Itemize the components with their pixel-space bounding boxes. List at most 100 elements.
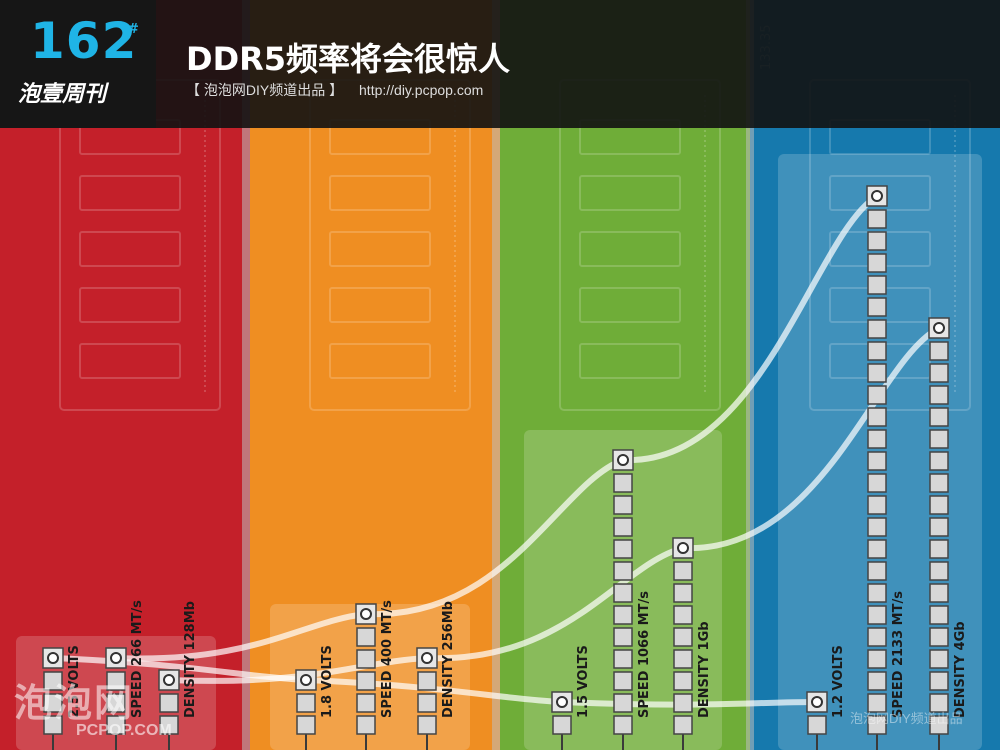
bar-segment [929, 583, 949, 603]
bar-segment [106, 715, 126, 735]
bar-ddr4-volts: 1.5 VOLTS [551, 645, 591, 750]
bar-segment [613, 605, 633, 625]
issue-badge: 162 # 泡壹周刊 [0, 0, 156, 128]
bar-label-ddr3-density: DENSITY 256Mb [441, 601, 456, 718]
bar-segment [867, 627, 887, 647]
bar-segment [929, 671, 949, 691]
bar-marker [933, 322, 945, 334]
bar-segment [867, 429, 887, 449]
page-title: DDR5频率将会很惊人 [186, 40, 511, 78]
bar-segment [552, 715, 572, 735]
bar-ddr5-speed: SPEED 2133 MT/s [866, 185, 906, 750]
bar-segment [613, 627, 633, 647]
bar-marker [163, 674, 175, 686]
bar-label-ddr4-speed: SPEED 1066 MT/s [637, 591, 652, 718]
bar-label-ddr2-speed: SPEED 266 MT/s [130, 600, 145, 718]
bar-label-ddr5-density: DENSITY 4Gb [953, 621, 968, 718]
bar-marker [811, 696, 823, 708]
bar-segment [867, 605, 887, 625]
bar-segment [867, 561, 887, 581]
bar-label-ddr5-volts: 1.2 VOLTS [831, 645, 846, 718]
bar-segment [43, 693, 63, 713]
bar-segment [929, 385, 949, 405]
bar-segment [673, 693, 693, 713]
bar-segment [613, 473, 633, 493]
bar-segment [867, 275, 887, 295]
bar-marker [871, 190, 883, 202]
bar-marker [556, 696, 568, 708]
bar-segment [867, 671, 887, 691]
bar-segment [929, 429, 949, 449]
bar-segment [673, 583, 693, 603]
bar-segment [867, 363, 887, 383]
bar-ddr2-speed: SPEED 266 MT/s [105, 600, 145, 750]
bar-segment [613, 539, 633, 559]
bar-ddr3-volts: 1.8 VOLTS [295, 645, 335, 750]
bar-ddr2-volts: 2.5 VOLTS [42, 645, 82, 750]
bar-segment [613, 649, 633, 669]
bar-ddr4-density: DENSITY 1Gb [672, 537, 712, 750]
bar-label-ddr2-volts: 2.5 VOLTS [67, 645, 82, 718]
bar-segment [613, 495, 633, 515]
bar-segment [613, 561, 633, 581]
bar-segment [673, 605, 693, 625]
bar-segment [613, 693, 633, 713]
bar-segment [807, 715, 827, 735]
bar-segment [673, 715, 693, 735]
bar-segment [673, 671, 693, 691]
bar-marker [47, 652, 59, 664]
panel-divider [746, 0, 754, 750]
bar-label-ddr5-speed: SPEED 2133 MT/s [891, 591, 906, 718]
bar-segment [929, 495, 949, 515]
bar-segment [673, 561, 693, 581]
bar-segment [43, 715, 63, 735]
bar-segment [673, 649, 693, 669]
header-bar: 162 # 泡壹周刊 DDR5频率将会很惊人 【 泡泡网DIY频道出品 】 ht… [0, 0, 1000, 128]
bar-segment [867, 253, 887, 273]
bar-segment [43, 671, 63, 691]
bar-marker [677, 542, 689, 554]
bar-label-ddr3-speed: SPEED 400 MT/s [380, 600, 395, 718]
bar-segment [613, 715, 633, 735]
bar-segment [867, 407, 887, 427]
bar-segment [106, 671, 126, 691]
bar-segment [867, 495, 887, 515]
bar-segment [929, 363, 949, 383]
bar-segment [417, 715, 437, 735]
bar-ddr2-density: DENSITY 128Mb [158, 601, 198, 750]
bar-segment [296, 693, 316, 713]
bar-segment [356, 693, 376, 713]
bar-segment [867, 715, 887, 735]
bar-segment [356, 627, 376, 647]
bar-segment [417, 671, 437, 691]
bar-segment [867, 517, 887, 537]
trend-curve-speed [113, 193, 880, 662]
bar-segment [159, 715, 179, 735]
bar-segment [867, 231, 887, 251]
bar-ddr3-speed: SPEED 400 MT/s [355, 600, 395, 750]
bar-segment [929, 517, 949, 537]
bar-ddr5-density: DENSITY 4Gb [928, 317, 968, 750]
watermark-corner: 泡泡网DIY频道出品 [850, 711, 963, 726]
bar-segment [929, 539, 949, 559]
source-url[interactable]: http://diy.pcpop.com [359, 82, 484, 98]
panel-divider [242, 0, 250, 750]
bar-segment [867, 649, 887, 669]
bar-segment [417, 693, 437, 713]
trend-curve-density [166, 325, 942, 684]
bar-segment [929, 605, 949, 625]
bar-segment [867, 473, 887, 493]
trend-curve-volts [50, 655, 820, 708]
bar-segment [867, 451, 887, 471]
bar-segment [929, 473, 949, 493]
bar-segment [867, 341, 887, 361]
bar-segment [356, 671, 376, 691]
bar-segment [867, 583, 887, 603]
bar-label-ddr4-density: DENSITY 1Gb [697, 621, 712, 718]
bar-marker [110, 652, 122, 664]
bar-segment [929, 715, 949, 735]
bar-segment [867, 209, 887, 229]
bar-segment [356, 649, 376, 669]
bar-ddr5-volts: 1.2 VOLTS [806, 645, 846, 750]
